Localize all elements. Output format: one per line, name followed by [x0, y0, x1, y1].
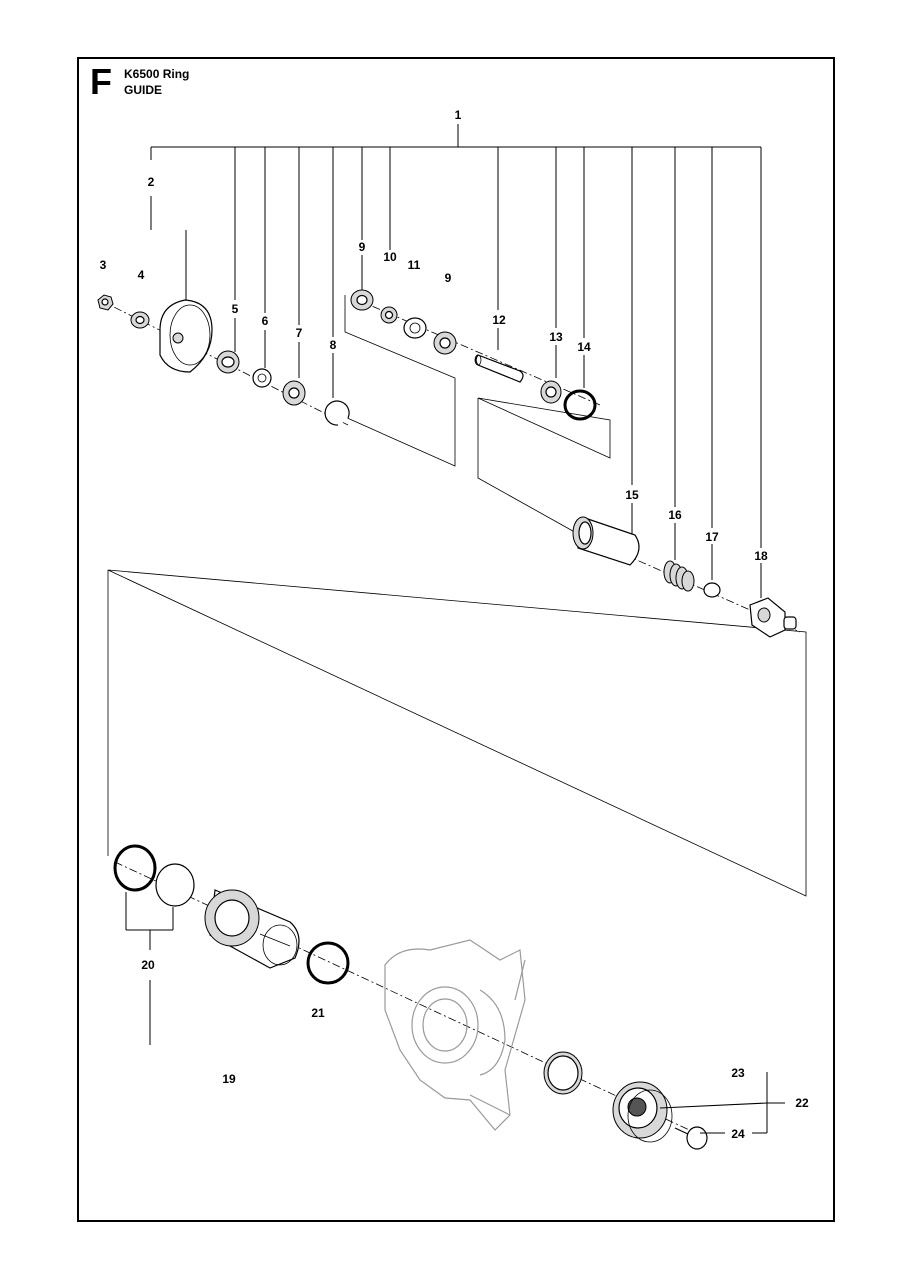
section-title: GUIDE — [124, 83, 163, 97]
assembly-axis-lower — [114, 861, 701, 1136]
washer-icon — [130, 311, 150, 329]
piston-icon — [204, 889, 300, 969]
callout-bracket-1 — [150, 124, 762, 548]
o-ring-icon — [306, 941, 350, 985]
callout-10: 10 — [383, 250, 397, 264]
seal-icon — [155, 863, 195, 907]
machine-housing-outline — [384, 939, 526, 1131]
callout-6: 6 — [262, 314, 269, 328]
callout-4: 4 — [138, 268, 145, 282]
callout-9b: 9 — [445, 271, 452, 285]
callout-14: 14 — [577, 340, 591, 354]
o-ring-icon — [563, 389, 597, 421]
transfer-box-3 — [107, 569, 807, 897]
seal-icon — [113, 844, 157, 892]
bearing-icon — [540, 380, 562, 404]
callout-3: 3 — [100, 258, 107, 272]
callout-5: 5 — [232, 302, 239, 316]
transfer-box-1 — [344, 295, 456, 467]
callout-9a: 9 — [359, 240, 366, 254]
nut-icon — [97, 294, 114, 311]
callout-17: 17 — [705, 530, 719, 544]
model-title: K6500 Ring — [124, 67, 190, 81]
spring-icon — [663, 560, 695, 592]
bearing-icon — [350, 289, 374, 311]
callout-13: 13 — [549, 330, 563, 344]
bearing-icon — [433, 331, 457, 355]
callout-2: 2 — [148, 175, 155, 189]
retaining-ring-icon — [543, 1051, 583, 1095]
callout-8: 8 — [330, 338, 337, 352]
transfer-box-2 — [477, 397, 611, 536]
callout-11: 11 — [408, 258, 421, 272]
callout-1: 1 — [455, 108, 462, 122]
callout-24: 24 — [731, 1127, 745, 1141]
cover-icon — [159, 299, 213, 373]
callout-20: 20 — [141, 958, 155, 972]
bolt-icon — [674, 1126, 708, 1150]
callout-12: 12 — [492, 313, 506, 327]
screw-icon — [749, 597, 797, 638]
shaft-icon — [474, 354, 524, 383]
callout-19: 19 — [222, 1072, 236, 1086]
callout-23: 23 — [731, 1066, 745, 1080]
sleeve-icon — [403, 317, 427, 339]
spacer-icon — [252, 368, 272, 388]
bearing-icon — [216, 350, 240, 374]
callout-22: 22 — [795, 1096, 809, 1110]
callout-15: 15 — [625, 488, 639, 502]
callout-18: 18 — [754, 549, 768, 563]
diagram-frame — [77, 57, 835, 1222]
sleeve-icon — [282, 380, 306, 406]
callout-16: 16 — [668, 508, 682, 522]
tube-icon — [572, 516, 640, 566]
callout-7: 7 — [296, 326, 303, 340]
cap-icon — [612, 1081, 673, 1143]
callout-21: 21 — [311, 1006, 325, 1020]
plug-icon — [703, 582, 721, 598]
retaining-ring-icon — [324, 400, 350, 426]
section-letter: F — [90, 61, 112, 102]
spacer-icon — [380, 306, 398, 324]
